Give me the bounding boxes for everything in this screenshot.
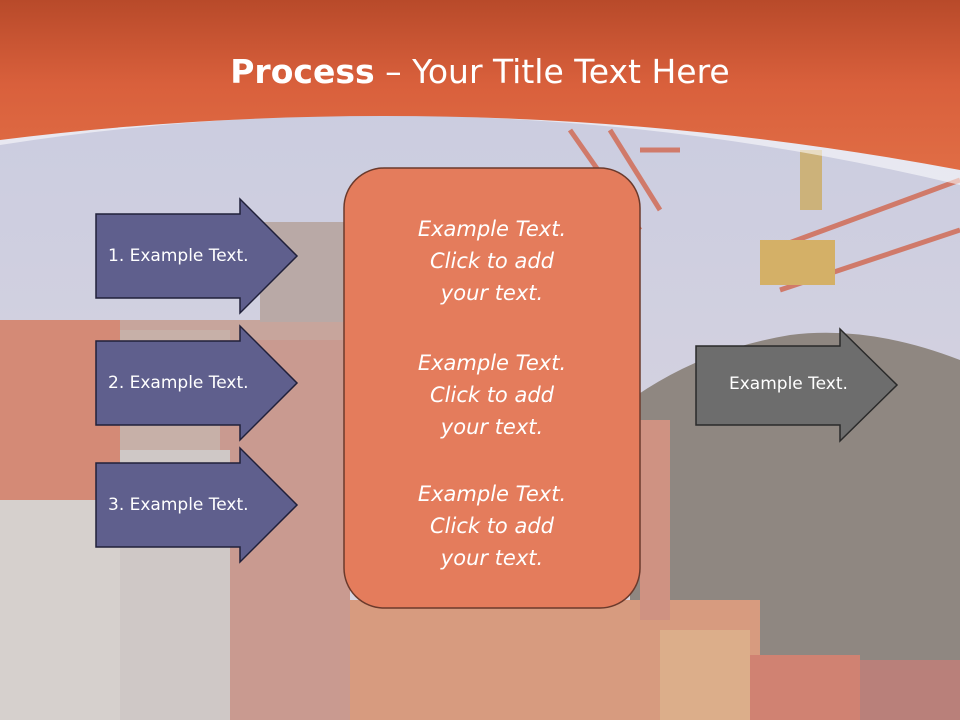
center-box[interactable] xyxy=(343,167,641,609)
block-1-line-2: Click to add xyxy=(429,249,554,273)
block-2-line-1: Example Text. xyxy=(417,351,567,375)
left-arrow-2-label: 2. Example Text. xyxy=(108,373,249,393)
block-1-line-1: Example Text. xyxy=(417,217,567,241)
title-bold: Process xyxy=(230,52,375,91)
block-3-line-3: your text. xyxy=(440,546,544,570)
center-box-block-2: Example Text. Click to add your text. xyxy=(344,347,640,443)
left-arrow-2[interactable] xyxy=(95,324,299,442)
container-stack-bottom xyxy=(350,420,960,720)
block-2-line-2: Click to add xyxy=(429,383,554,407)
left-arrow-3-label: 3. Example Text. xyxy=(108,495,249,515)
block-1-line-3: your text. xyxy=(440,281,544,305)
slide-title: Process – Your Title Text Here xyxy=(0,52,960,91)
block-2-line-3: your text. xyxy=(440,415,544,439)
right-arrow-label: Example Text. xyxy=(729,374,848,394)
left-arrow-3[interactable] xyxy=(95,446,299,564)
left-arrow-1-label: 1. Example Text. xyxy=(108,246,249,266)
center-box-block-3: Example Text. Click to add your text. xyxy=(344,478,640,574)
center-box-block-1: Example Text. Click to add your text. xyxy=(344,213,640,309)
block-3-line-2: Click to add xyxy=(429,514,554,538)
left-arrow-1[interactable] xyxy=(95,197,299,315)
right-arrow[interactable] xyxy=(695,327,899,443)
title-rest: – Your Title Text Here xyxy=(374,52,730,91)
block-3-line-1: Example Text. xyxy=(417,482,567,506)
